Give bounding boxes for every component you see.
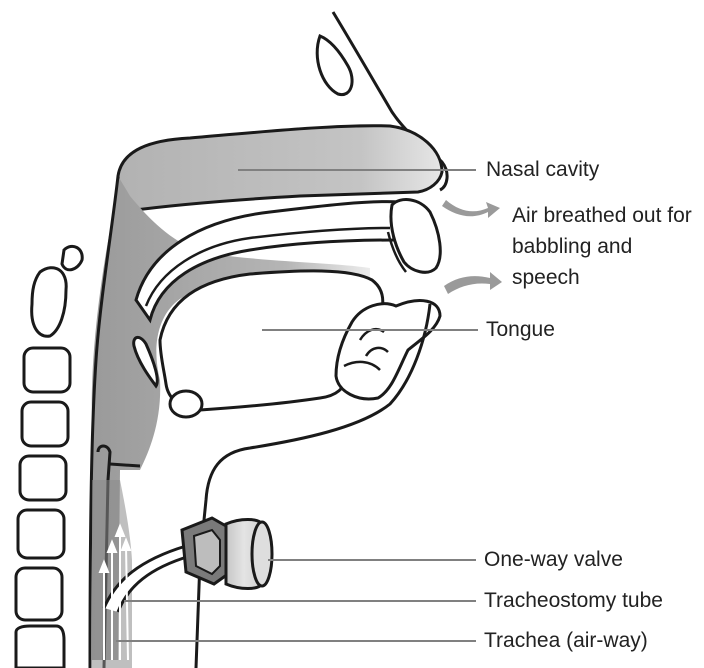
air-out-arrow-upper bbox=[442, 200, 500, 218]
label-tongue: Tongue bbox=[486, 318, 555, 342]
label-air-breathed-out: Air breathed out for babbling and speech bbox=[512, 200, 692, 293]
nasal-cavity-region bbox=[118, 126, 442, 212]
vertebra bbox=[16, 568, 62, 620]
vertebra bbox=[62, 246, 82, 269]
vertebra bbox=[18, 510, 64, 558]
label-one-way-valve: One-way valve bbox=[484, 548, 623, 572]
label-tracheostomy-tube: Tracheostomy tube bbox=[484, 589, 663, 613]
vertebra bbox=[20, 456, 66, 500]
hyoid bbox=[170, 391, 202, 417]
label-trachea: Trachea (air-way) bbox=[484, 629, 648, 653]
vertebra bbox=[24, 348, 70, 392]
vertebra bbox=[32, 268, 66, 337]
one-way-valve bbox=[226, 520, 272, 589]
vertebra bbox=[16, 626, 64, 668]
vertebra bbox=[22, 402, 68, 446]
spine bbox=[16, 246, 82, 668]
air-out-arrow-lower bbox=[444, 272, 502, 294]
nostril bbox=[317, 36, 352, 95]
label-nasal-cavity: Nasal cavity bbox=[486, 158, 599, 182]
